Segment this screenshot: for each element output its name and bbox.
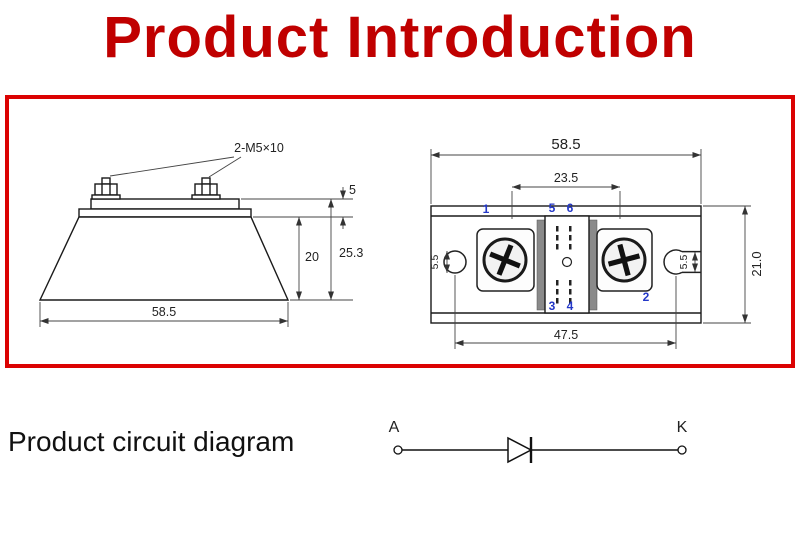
cathode-terminal [677, 445, 687, 455]
hex-bolt-left [91, 177, 121, 200]
clamp-bar-right [588, 219, 598, 311]
top-view-drawing: 1 5 6 3 4 2 58.5 23.5 5.5 5.5 [429, 136, 764, 349]
technical-drawing: 2-M5×10 5 25.3 20 58.5 [38, 136, 764, 349]
dim-body-height-label: 21.0 [749, 251, 764, 276]
clamp-bar-left [536, 219, 546, 311]
page-title: Product Introduction [103, 5, 697, 70]
pin-1-label: 1 [483, 202, 490, 216]
phillips-screw-icon [607, 243, 641, 277]
drawing-panel: 2-M5×10 5 25.3 20 58.5 [5, 95, 795, 368]
screw-terminal-left [476, 228, 535, 292]
screw-terminal-right [596, 228, 653, 292]
heatsink-body [38, 198, 290, 301]
dim-total-height-label: 25.3 [339, 246, 363, 260]
leader-line-left-bolt [109, 156, 235, 177]
circuit-caption: Product circuit diagram [8, 426, 295, 457]
side-view-drawing: 2-M5×10 5 25.3 20 58.5 [38, 141, 363, 327]
hex-bolt-right [191, 177, 221, 200]
dim-terminal-spacing-label: 23.5 [554, 171, 578, 185]
dim-body-height-label: 20 [305, 250, 319, 264]
diode-symbol-icon [507, 436, 533, 464]
dim-overall-width-label: 58.5 [551, 136, 580, 153]
mounting-slot-right [663, 249, 701, 275]
bolt-spec-label: 2-M5×10 [234, 141, 284, 155]
dim-hole-left-label: 5.5 [429, 255, 441, 270]
leader-line-right-bolt [208, 156, 242, 178]
anode-terminal [393, 445, 403, 455]
pin-2-label: 2 [643, 290, 650, 304]
pin-6-label: 6 [567, 201, 574, 215]
dim-hole-spacing-label: 47.5 [554, 328, 578, 342]
dim-plate-height-label: 5 [349, 183, 356, 197]
terminal-block-slots [556, 226, 572, 304]
pin-3-label: 3 [549, 299, 556, 313]
dim-hole-right-label: 5.5 [678, 255, 690, 270]
circuit-diagram: A K [389, 419, 688, 464]
pin-4-label: 4 [567, 299, 574, 313]
anode-label: A [389, 419, 400, 436]
phillips-screw-icon [489, 244, 521, 276]
terminal-block [544, 215, 590, 314]
pin-5-label: 5 [549, 201, 556, 215]
block-center-hole [561, 256, 573, 268]
dim-base-width-label: 58.5 [152, 305, 176, 319]
cathode-label: K [677, 419, 688, 436]
